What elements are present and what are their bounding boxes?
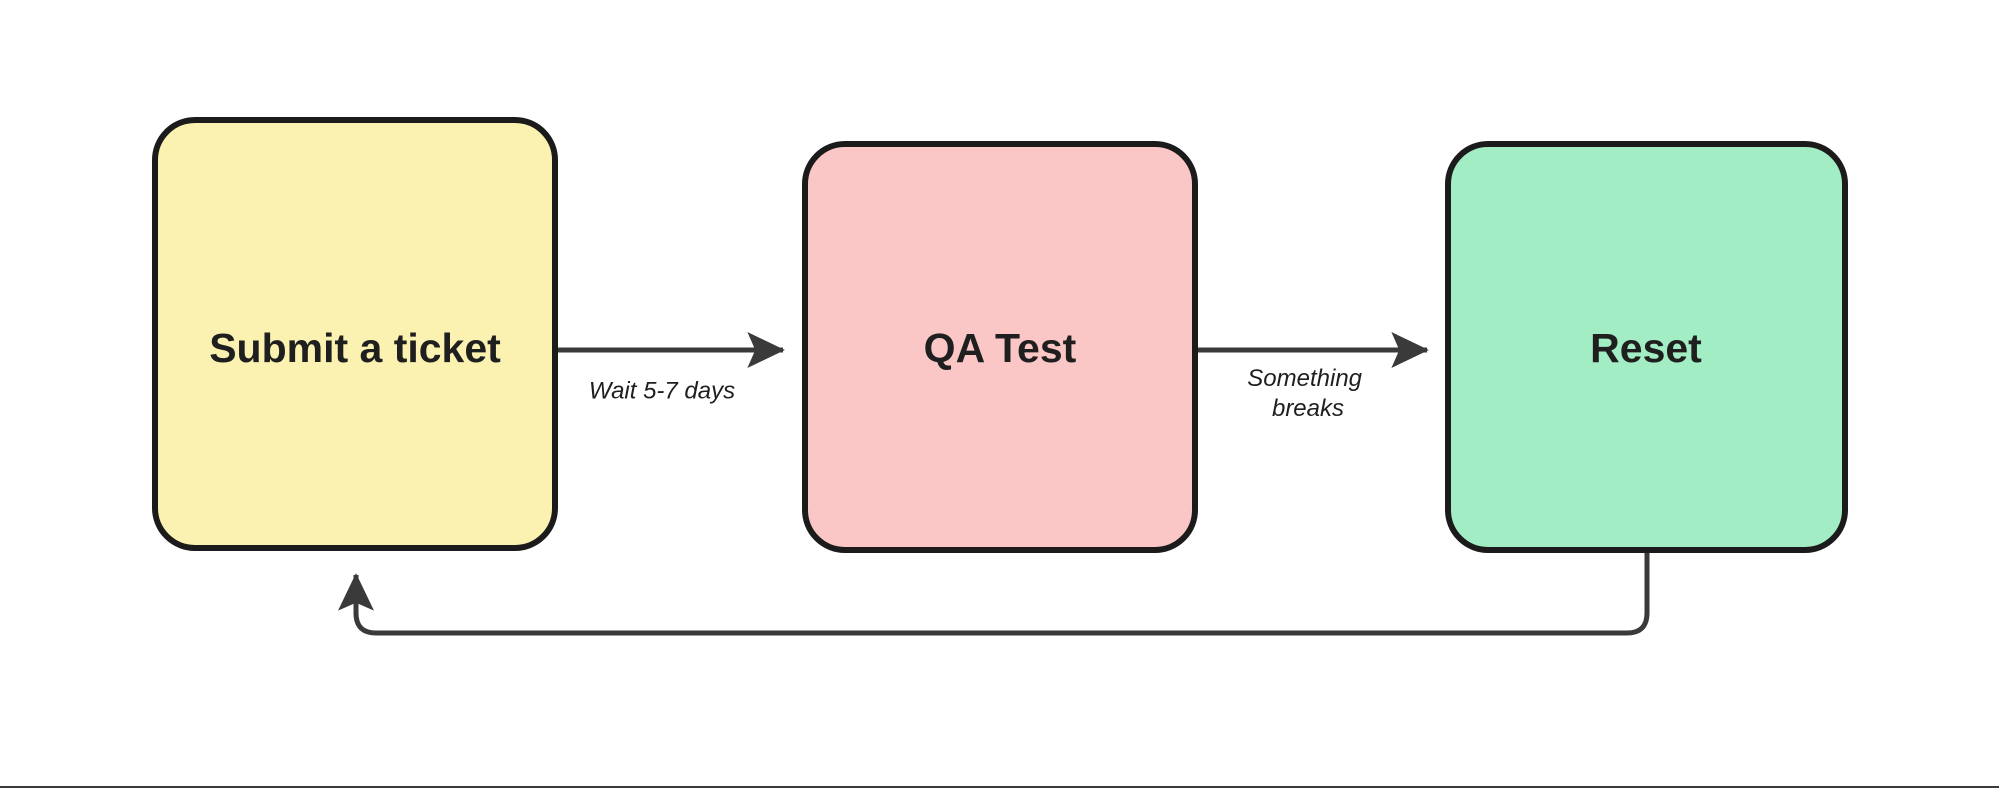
edge-submit-to-qatest: Wait 5-7 days [556, 332, 785, 404]
node-submit-a-ticket-shape[interactable] [152, 117, 558, 551]
node-submit-a-ticket-label: Submit a ticket [209, 325, 501, 371]
edge-reset-to-submit-loop-path [338, 551, 1650, 636]
node-qa-test-label: QA Test [924, 325, 1077, 371]
node-reset-shape[interactable] [1445, 141, 1848, 553]
edge-reset-to-submit-loop [338, 551, 1650, 636]
node-reset-label: Reset [1590, 325, 1702, 371]
node-reset[interactable]: Reset [1445, 141, 1848, 553]
node-submit-a-ticket[interactable]: Submit a ticket [152, 117, 558, 551]
edge-qatest-to-reset: Something breaks [1196, 332, 1429, 422]
node-qa-test[interactable]: QA Test [802, 141, 1198, 553]
edge-label-something-breaks-line-1: Something [1247, 365, 1362, 392]
edge-label-something-breaks: Something breaks [1247, 365, 1368, 422]
bottom-divider [0, 786, 1999, 788]
edge-label-something-breaks-line-2: breaks [1272, 395, 1344, 422]
edge-label-wait-5-7-days: Wait 5-7 days [589, 377, 735, 404]
node-qa-test-shape[interactable] [802, 141, 1198, 553]
